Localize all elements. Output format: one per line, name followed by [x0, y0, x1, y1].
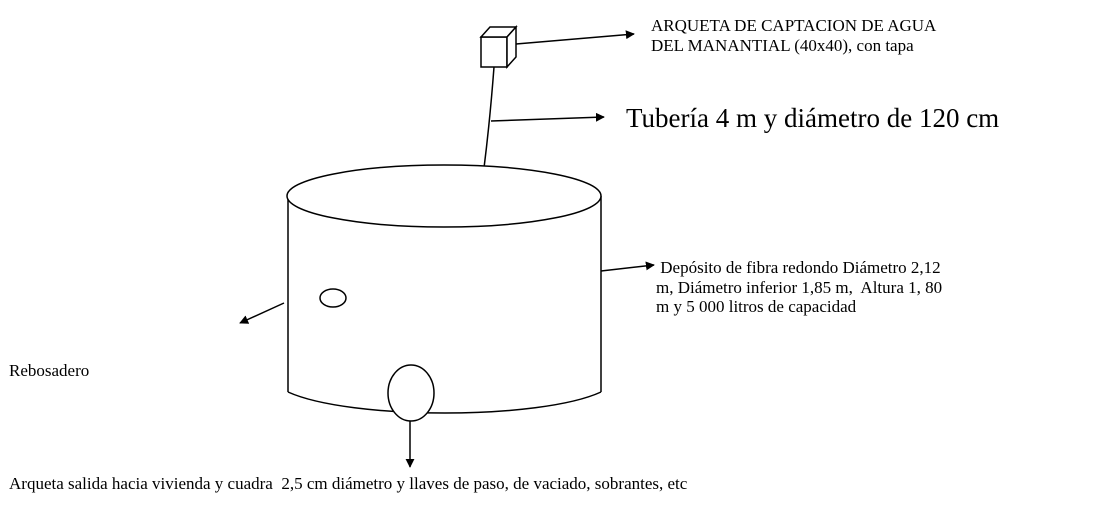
outlet-hole	[387, 364, 435, 422]
fiber-tank	[286, 164, 602, 414]
label-captacion-line-1: ARQUETA DE CAPTACION DE AGUA	[651, 16, 937, 35]
arrow-captacion	[515, 30, 635, 45]
label-arqueta-salida: Arqueta salida hacia vivienda y cuadra 2…	[9, 474, 688, 493]
label-deposito-line-3: m y 5 000 litros de capacidad	[656, 297, 857, 317]
arqueta-captacion-box	[479, 25, 518, 69]
label-rebosadero: Rebosadero	[9, 361, 90, 380]
label-captacion-line-2: DEL MANANTIAL (40x40), con tapa	[651, 35, 914, 55]
label-deposito: Depósito de fibra redondo Diámetro 2,12 …	[656, 258, 942, 317]
pipe-line	[483, 66, 495, 169]
overflow-hole	[319, 288, 347, 308]
label-tuberia: Tubería 4 m y diámetro de 120 cm	[626, 103, 1000, 133]
label-deposito-line-2: m, Diámetro inferior 1,85 m, Altura 1, 8…	[656, 277, 943, 297]
arrow-rebosadero	[239, 302, 285, 324]
label-deposito-line-1: Depósito de fibra redondo Diámetro 2,12	[656, 258, 941, 277]
arrow-tuberia	[490, 112, 605, 122]
label-arqueta-captacion: ARQUETA DE CAPTACION DE AGUA DEL MANANTI…	[651, 16, 936, 55]
arrow-deposito	[600, 261, 655, 272]
